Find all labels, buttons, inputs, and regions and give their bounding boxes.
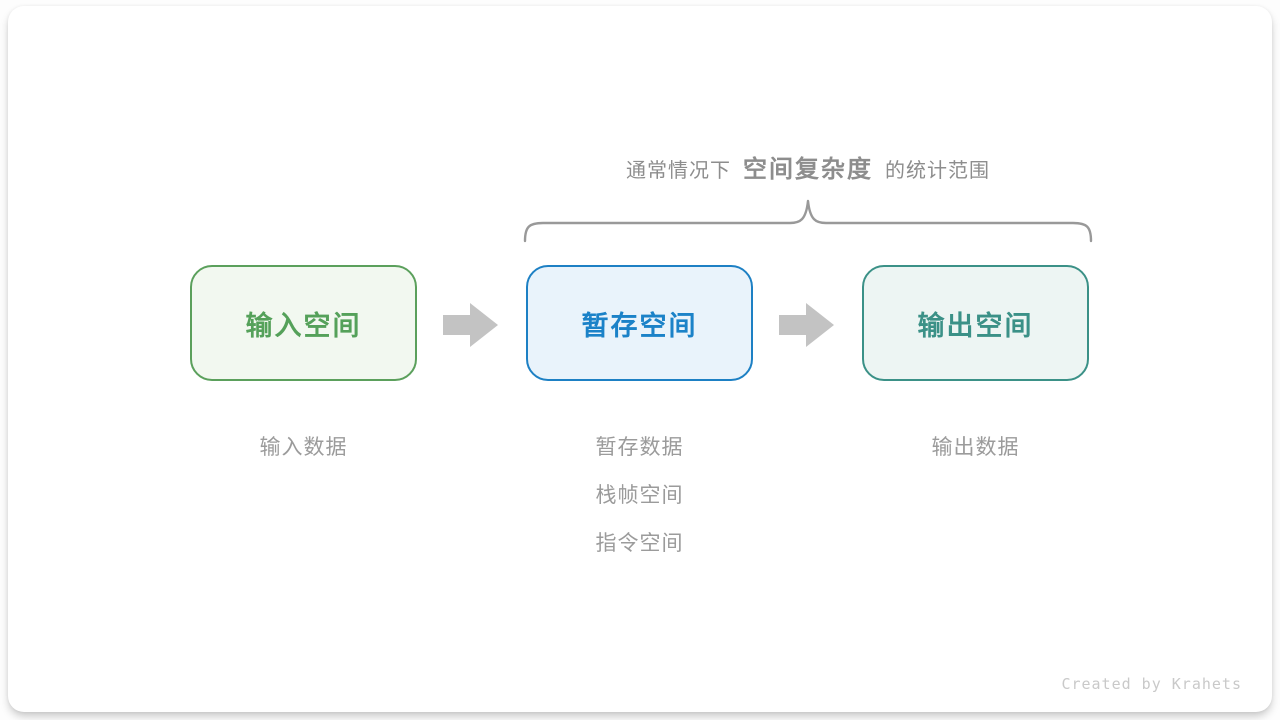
- scope-annotation: 通常情况下空间复杂度的统计范围: [500, 149, 1116, 184]
- box-temp-space: 暂存空间: [526, 265, 753, 381]
- credit-text: Created by Krahets: [1061, 675, 1242, 693]
- scope-annotation-highlight: 空间复杂度: [743, 156, 873, 183]
- note-line: 暂存数据: [595, 436, 684, 459]
- box-output-space: 输出空间: [862, 265, 1089, 381]
- arrow-right-icon: [779, 303, 834, 347]
- note-line: 输出数据: [931, 436, 1020, 459]
- scope-brace: [523, 197, 1093, 243]
- note-temp-data: 暂存数据 栈帧空间 指令空间: [526, 424, 753, 568]
- brace-path: [523, 199, 1093, 243]
- note-line: 栈帧空间: [595, 484, 684, 507]
- flow-arrow-2: [779, 302, 835, 348]
- note-line: 指令空间: [595, 532, 684, 555]
- note-output-data: 输出数据: [862, 424, 1089, 472]
- arrow-right-shape: [443, 303, 498, 347]
- box-input-space: 输入空间: [190, 265, 417, 381]
- box-input-space-label: 输入空间: [245, 310, 362, 341]
- box-output-space-label: 输出空间: [917, 310, 1034, 341]
- scope-annotation-prefix: 通常情况下: [626, 160, 731, 182]
- flow-arrow-1: [443, 302, 499, 348]
- arrow-right-shape: [779, 303, 834, 347]
- note-line: 输入数据: [259, 436, 348, 459]
- note-input-data: 输入数据: [190, 424, 417, 472]
- scope-annotation-suffix: 的统计范围: [885, 160, 990, 182]
- box-temp-space-label: 暂存空间: [581, 310, 698, 341]
- arrow-right-icon: [443, 303, 498, 347]
- brace-icon: [523, 199, 1093, 243]
